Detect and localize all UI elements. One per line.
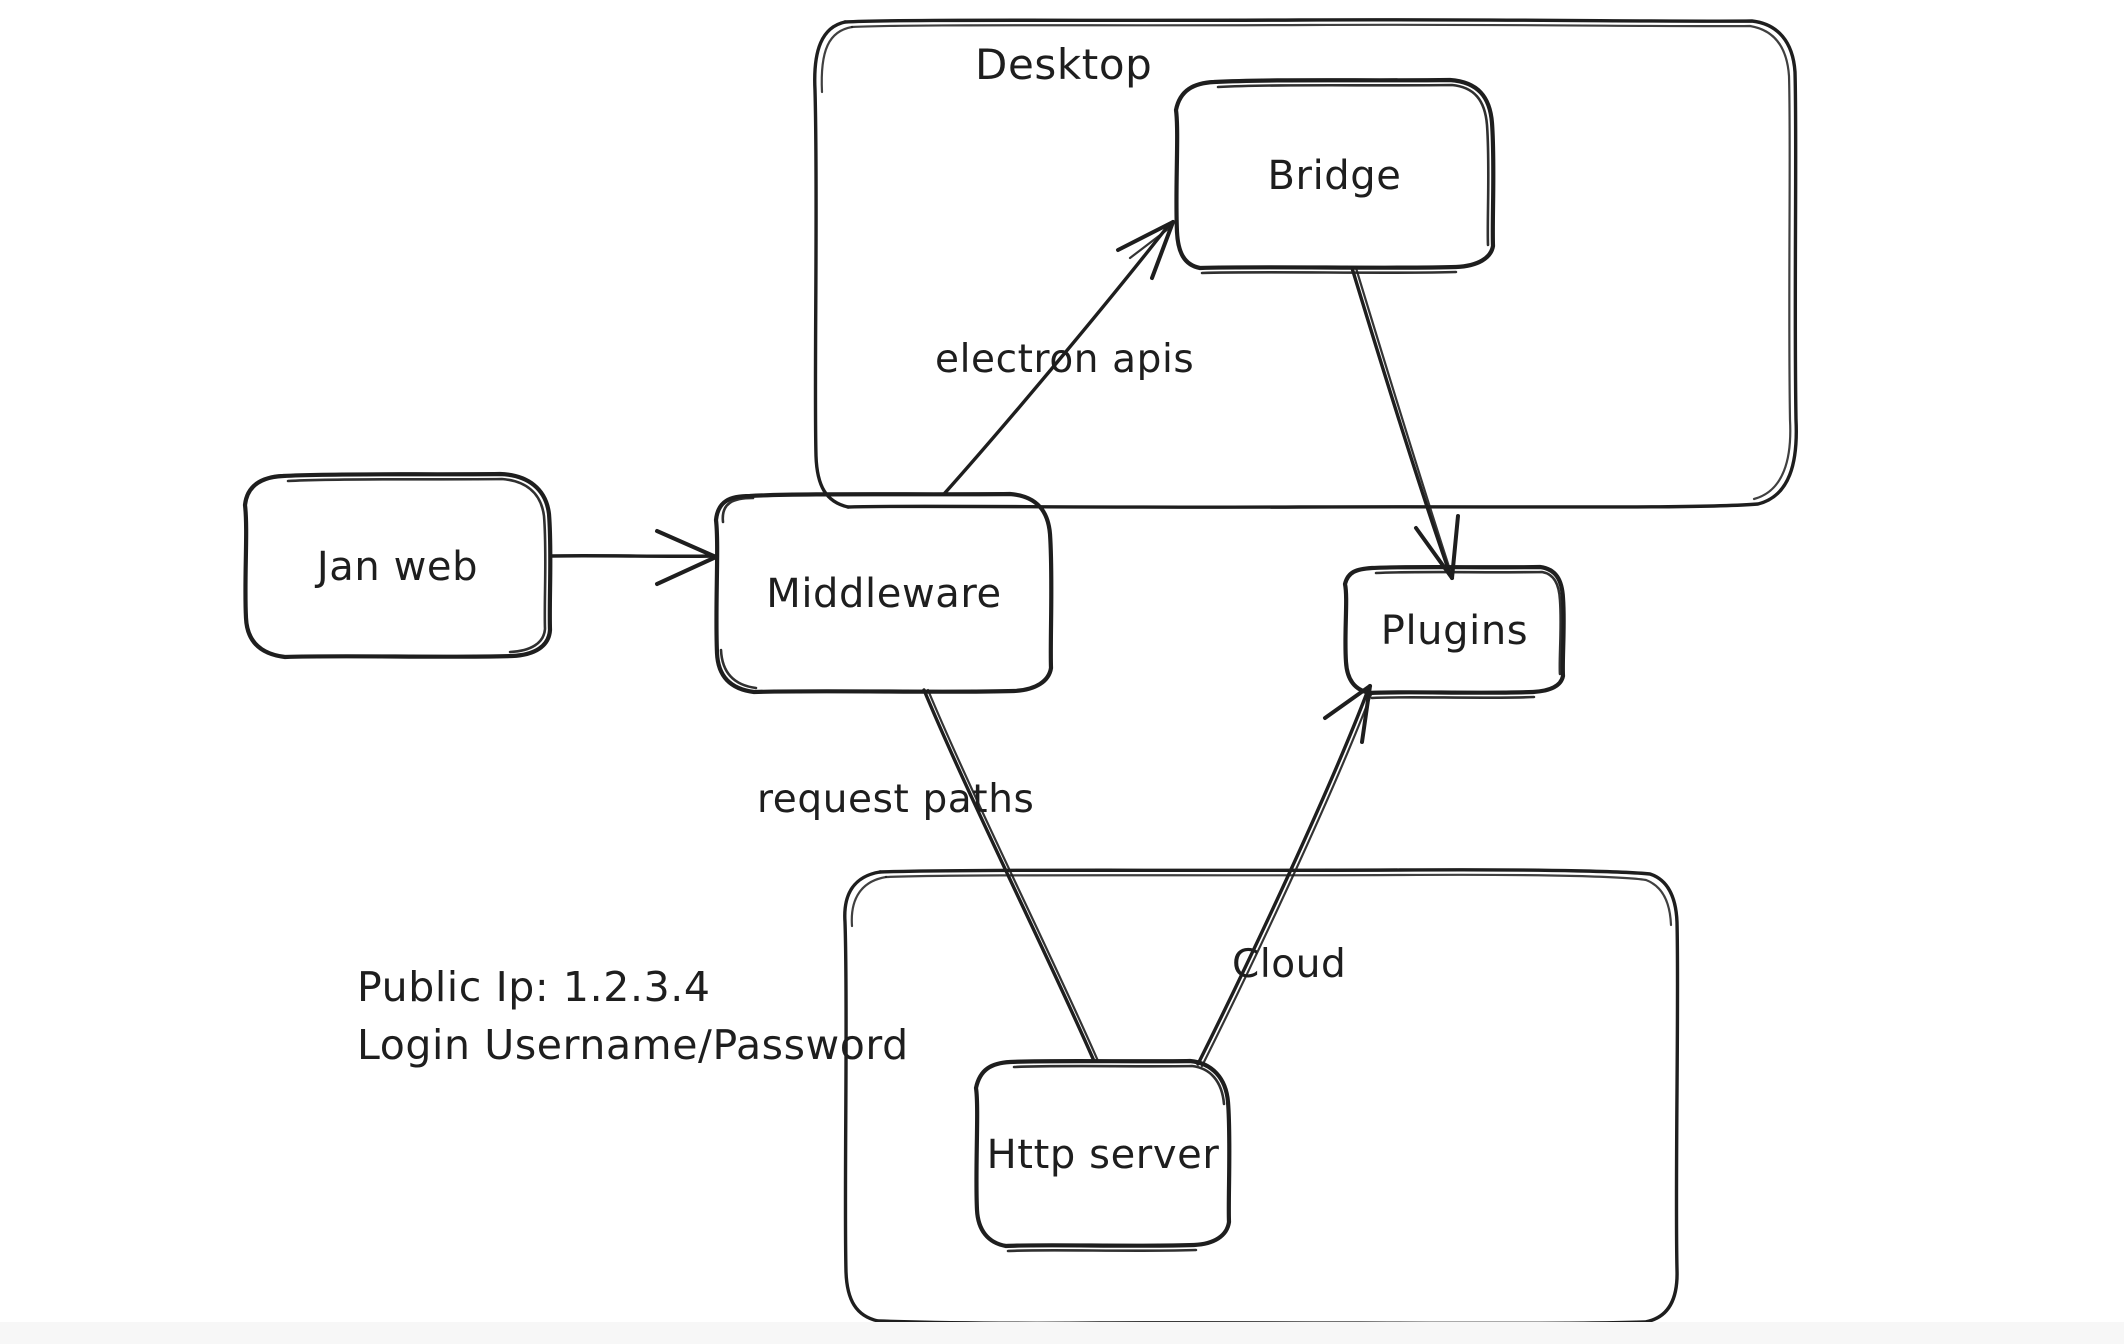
- node-http-server[interactable]: Http server: [976, 1062, 1230, 1247]
- node-bridge-outline[interactable]: [1173, 77, 1496, 275]
- node-middleware-outline[interactable]: [713, 491, 1054, 695]
- edge-label-request-paths: request paths: [757, 777, 1035, 822]
- node-http-server-outline[interactable]: [973, 1058, 1232, 1253]
- node-plugins-outline[interactable]: [1342, 564, 1566, 700]
- group-title-desktop: Desktop: [975, 40, 1153, 89]
- node-http-server-label: Http server: [986, 1131, 1220, 1178]
- node-jan-web[interactable]: Jan web: [245, 476, 550, 657]
- node-jan-web-outline[interactable]: [242, 471, 553, 660]
- note-public-ip: Public Ip: 1.2.3.4: [357, 963, 711, 1011]
- node-middleware-label: Middleware: [766, 571, 1002, 617]
- edge-bridge-plugins[interactable]: [1350, 266, 1460, 580]
- node-middleware[interactable]: Middleware: [717, 496, 1051, 692]
- node-bridge-label: Bridge: [1267, 152, 1402, 199]
- bottom-edge-band: [0, 1322, 2124, 1344]
- node-plugins-label: Plugins: [1380, 608, 1529, 654]
- edge-middleware-http[interactable]: [922, 688, 1100, 1063]
- group-cloud-outline[interactable]: [843, 868, 1680, 1326]
- edge-label-cloud: Cloud: [1232, 942, 1347, 987]
- node-jan-web-label: Jan web: [316, 543, 479, 590]
- note-login-credentials: Login Username/Password: [357, 1021, 909, 1069]
- edge-http-plugins[interactable]: [1196, 684, 1374, 1068]
- edge-label-electron-apis: electron apis: [935, 337, 1195, 382]
- node-plugins[interactable]: Plugins: [1345, 568, 1564, 694]
- edge-middleware-bridge[interactable]: [942, 220, 1175, 496]
- edge-janweb-middleware[interactable]: [549, 529, 718, 586]
- group-desktop-outline[interactable]: [813, 18, 1798, 509]
- node-bridge[interactable]: Bridge: [1176, 82, 1493, 269]
